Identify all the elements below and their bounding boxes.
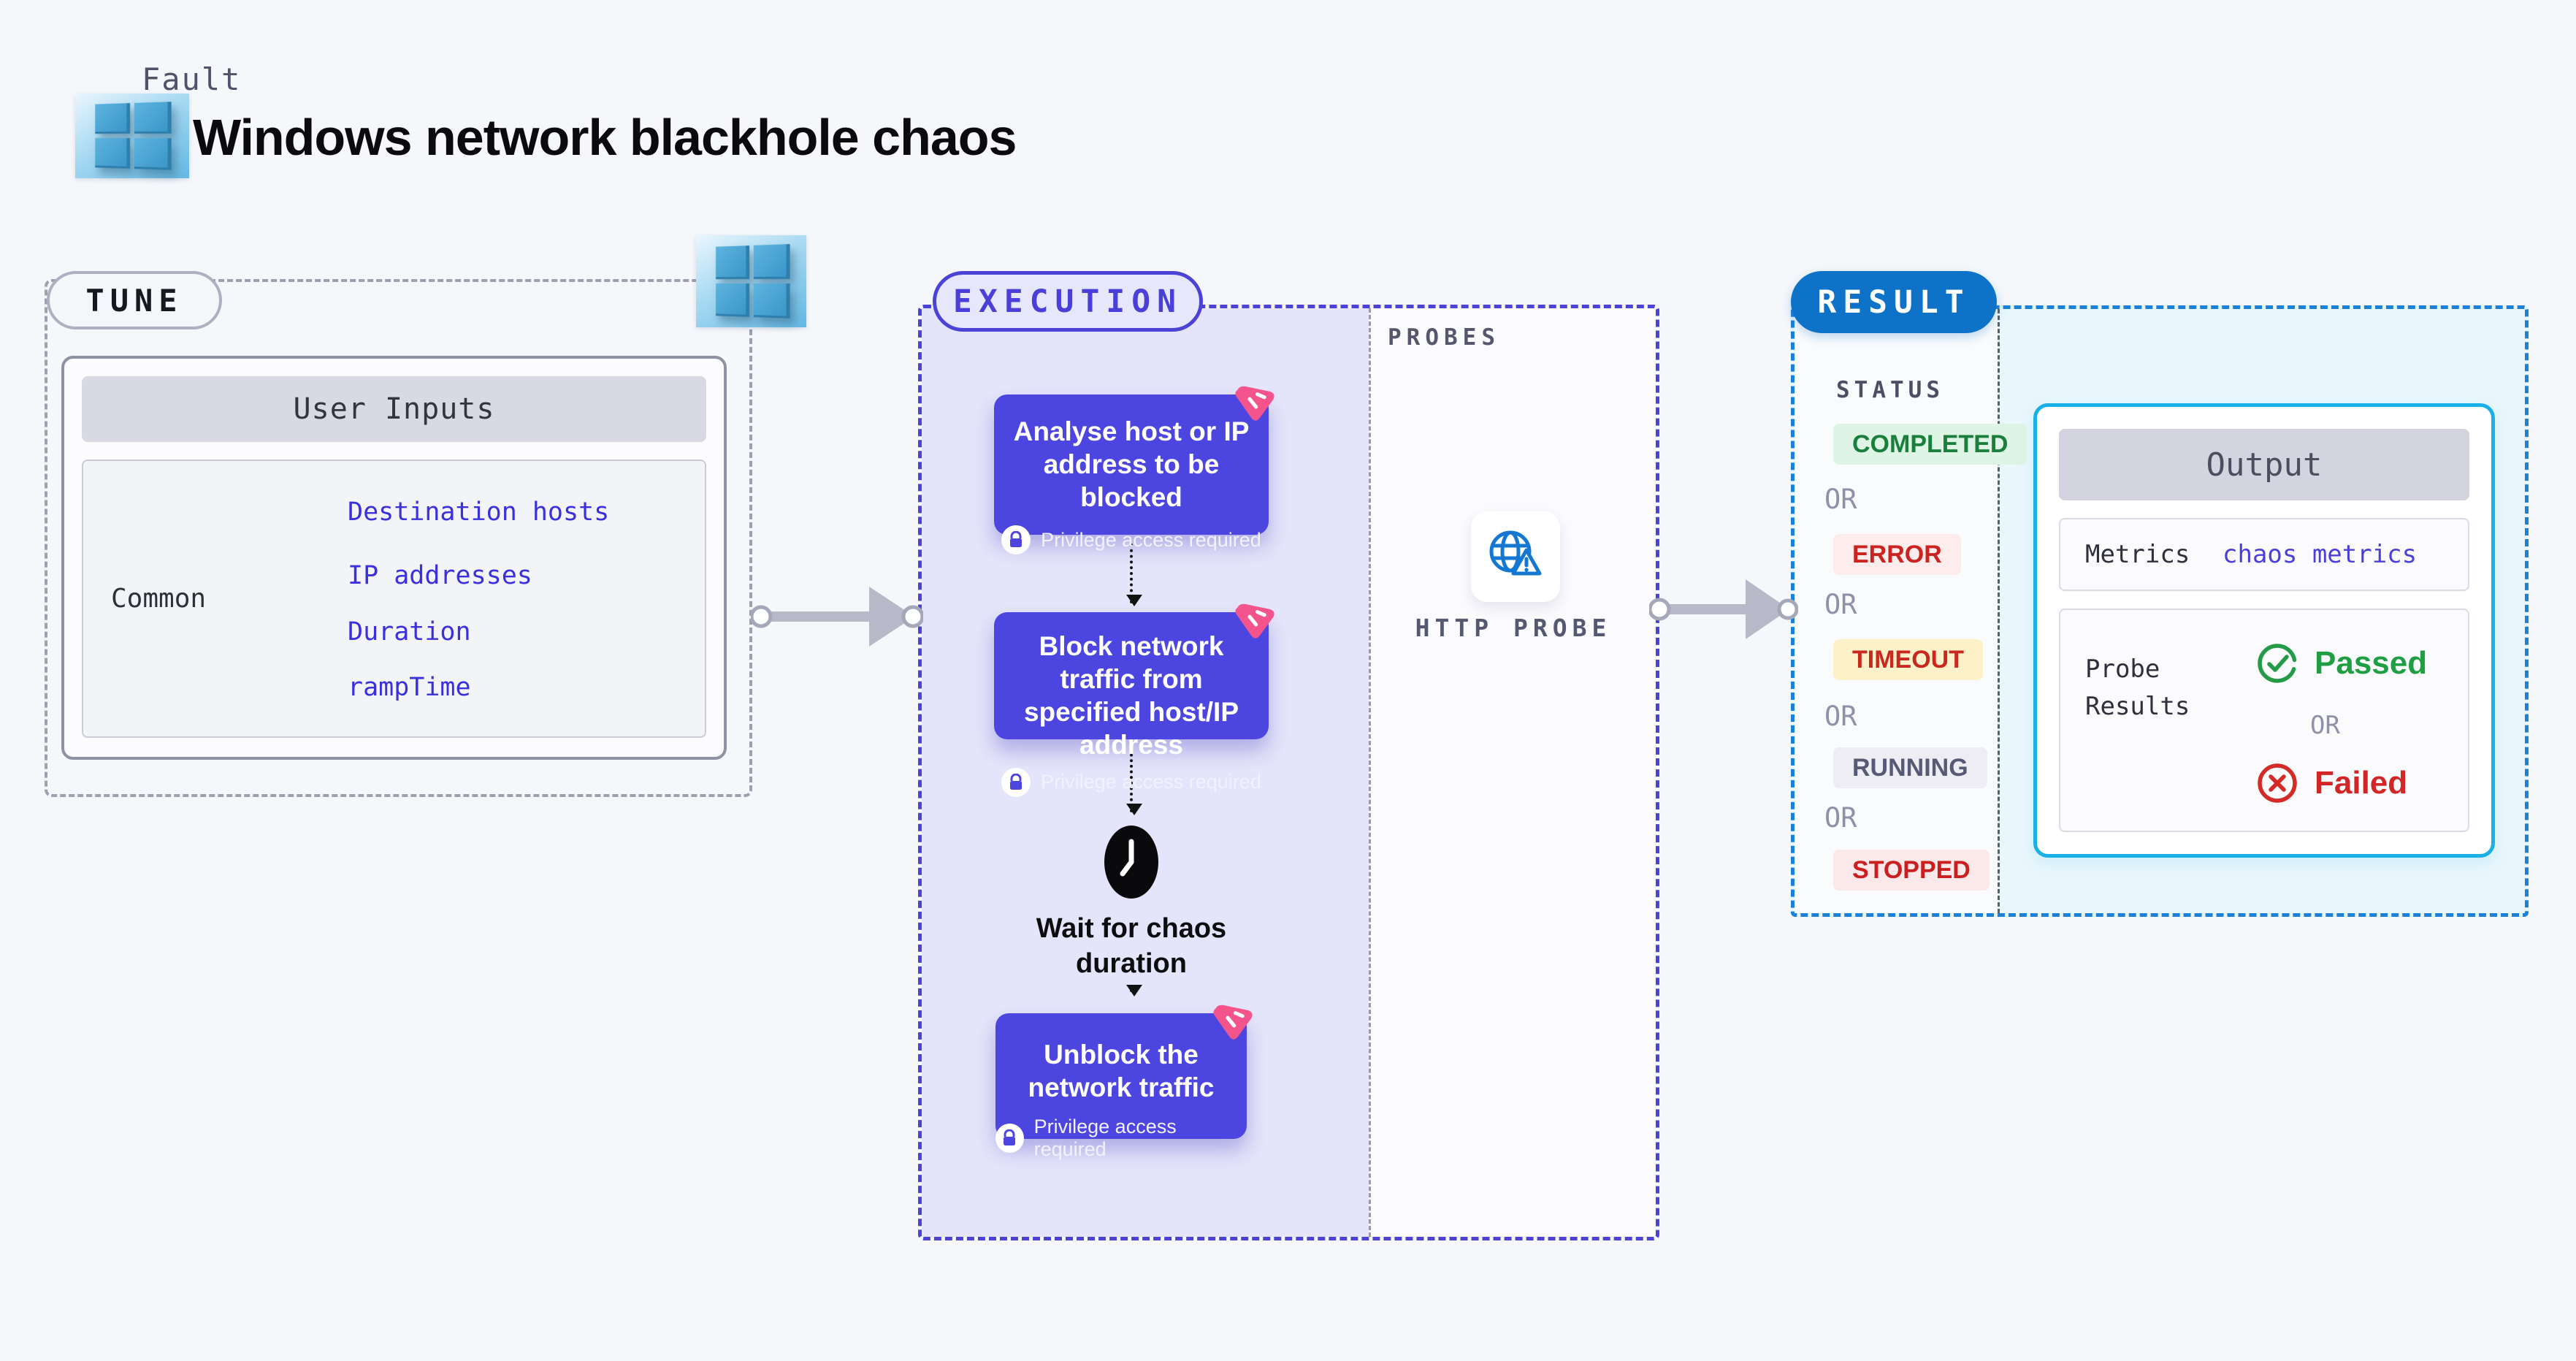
result-pill: RESULT — [1791, 271, 1997, 333]
http-probe-icon — [1489, 530, 1542, 576]
step-block-traffic: Block network traffic from specified hos… — [994, 603, 1274, 797]
passed-label: Passed — [2315, 645, 2428, 681]
step-title: Block network traffic from specified hos… — [1023, 631, 1239, 760]
failed-label: Failed — [2315, 765, 2408, 801]
probe-results-row: Probe Results Passed OR Failed — [2059, 609, 2469, 832]
flow-arrow-down — [1126, 544, 1142, 606]
execution-pill: EXECUTION — [933, 271, 1203, 332]
passed-result: Passed — [2256, 642, 2427, 685]
or-separator: OR — [1824, 701, 1857, 732]
probes-divider — [1369, 308, 1371, 1237]
input-link-ramptime[interactable]: rampTime — [348, 673, 471, 702]
user-inputs-card: User Inputs Common Destination hosts IP … — [61, 356, 727, 760]
privilege-badge: Privilege access required — [994, 767, 1269, 797]
probe-results-label: Probe Results — [2085, 655, 2190, 721]
privilege-label: Privilege access required — [1041, 528, 1261, 551]
litmus-chaos-icon — [1213, 1004, 1253, 1040]
status-panel — [1795, 309, 1998, 913]
privilege-badge: Privilege access required — [995, 1116, 1247, 1161]
windows-logo-icon — [696, 235, 806, 327]
failed-result: Failed — [2256, 762, 2407, 804]
input-link-ip-addresses[interactable]: IP addresses — [348, 561, 532, 590]
http-probe-label: HTTP PROBE — [1415, 614, 1612, 642]
page-title: Windows network blackhole chaos — [193, 109, 1017, 166]
status-badge-error: ERROR — [1833, 534, 1961, 575]
output-header: Output — [2059, 429, 2469, 500]
http-probe-card — [1471, 511, 1560, 602]
fault-kicker: Fault — [142, 61, 242, 97]
privilege-label: Privilege access required — [1033, 1116, 1177, 1161]
windows-logo-icon — [75, 94, 189, 178]
or-separator: OR — [2310, 711, 2340, 740]
status-label: STATUS — [1836, 377, 1944, 403]
lock-icon — [1001, 767, 1031, 797]
step-title: Analyse host or IP address to be blocked — [1013, 416, 1250, 513]
step-unblock-traffic: Unblock the network traffic Privilege ac… — [995, 1004, 1253, 1160]
tune-to-execution-arrow — [751, 587, 923, 647]
litmus-chaos-icon — [1235, 386, 1274, 421]
or-separator: OR — [1824, 802, 1857, 834]
privilege-badge: Privilege access required — [994, 525, 1269, 555]
output-card: Output Metrics chaos metrics Probe Resul… — [2033, 403, 2495, 858]
step-analyse-host: Analyse host or IP address to be blocked… — [994, 386, 1274, 555]
status-badge-stopped: STOPPED — [1833, 850, 1990, 891]
user-inputs-header: User Inputs — [82, 376, 706, 442]
probes-to-result-arrow — [1649, 579, 1798, 639]
step-title: Unblock the network traffic — [1028, 1040, 1215, 1103]
flow-arrow-down — [1126, 748, 1142, 815]
tune-pill: TUNE — [47, 271, 222, 329]
metrics-label: Metrics — [2085, 540, 2190, 569]
wait-duration-label: Wait for chaos duration — [1036, 913, 1227, 979]
status-badge-running: RUNNING — [1833, 747, 1987, 788]
status-badge-completed: COMPLETED — [1833, 424, 2027, 465]
privilege-label: Privilege access required — [1041, 771, 1261, 793]
or-separator: OR — [1824, 589, 1857, 620]
clock-icon — [1104, 826, 1158, 899]
flow-arrow-down — [1126, 985, 1142, 996]
or-separator: OR — [1824, 484, 1857, 515]
lock-icon — [1001, 525, 1031, 555]
input-link-destination-hosts[interactable]: Destination hosts — [348, 497, 610, 527]
status-badge-timeout: TIMEOUT — [1833, 639, 1983, 680]
check-circle-icon — [2258, 644, 2297, 683]
user-inputs-body: Common Destination hosts IP addresses Du… — [82, 460, 706, 738]
chaos-metrics-link[interactable]: chaos metrics — [2223, 540, 2418, 569]
litmus-chaos-icon — [1235, 603, 1274, 638]
metrics-row: Metrics chaos metrics — [2059, 518, 2469, 591]
tune-section — [45, 279, 752, 797]
x-circle-icon — [2258, 763, 2297, 803]
input-link-duration[interactable]: Duration — [348, 617, 471, 647]
status-divider — [1998, 309, 2000, 913]
lock-icon — [995, 1124, 1024, 1154]
probes-section-label: PROBES — [1388, 324, 1500, 351]
inputs-row-label: Common — [111, 584, 207, 614]
